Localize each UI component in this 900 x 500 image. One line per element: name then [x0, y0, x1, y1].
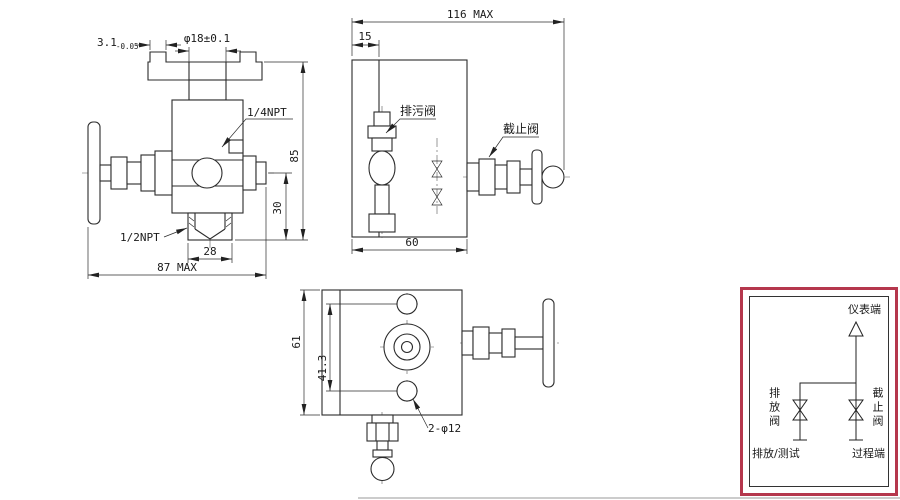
drain-test-label: 排放/测试	[752, 447, 800, 460]
dim-center-to-bottom: 30	[271, 201, 284, 214]
leader-half-npt	[163, 227, 188, 238]
leader-shutoff-valve	[488, 136, 539, 158]
internal-valve-symbol-upper	[431, 160, 443, 178]
dim-flange-thickness: 15	[358, 30, 371, 43]
side-view-body	[351, 59, 570, 238]
top-view-body	[321, 289, 562, 484]
internal-valve-symbol-lower	[431, 188, 443, 206]
dim-body-width: 60	[405, 236, 418, 249]
dim-tab-width: 3.1	[97, 36, 117, 49]
dim-overall-height: 85	[288, 149, 301, 162]
side-view: 116 MAX 15 排污阀 截止阀 60	[351, 8, 570, 254]
flow-schematic-panel: 仪表端 排放阀 截止阀 排放/测试 过程端	[740, 287, 898, 496]
schematic-diagram	[749, 296, 889, 487]
drain-valve-symbol	[792, 399, 808, 421]
process-end-label: 过程端	[852, 447, 885, 460]
shutoff-handle-bar	[531, 149, 543, 205]
schematic-shutoff-valve-label: 截止阀	[871, 387, 884, 429]
mount-hole-top	[396, 293, 418, 315]
valve-ball	[191, 157, 223, 189]
dim-neck-diameter: φ18±0.1	[184, 32, 230, 45]
top-view-dimensions: 61 41.3 2-φ12	[290, 289, 461, 435]
hole-callout: 2-φ12	[428, 422, 461, 435]
dim-overall-width: 87 MAX	[157, 261, 197, 274]
test-plug	[228, 139, 244, 154]
port-label-half-npt: 1/2NPT	[120, 231, 160, 244]
shutoff-handle-ball	[541, 165, 565, 189]
shutoff-valve-symbol	[848, 399, 864, 421]
top-handle-bar	[542, 298, 555, 388]
schematic-drain-valve-label: 排放阀	[767, 387, 781, 429]
drain-handle-ball	[370, 456, 395, 482]
leader-holes	[412, 398, 429, 429]
shutoff-valve-callout: 截止阀	[503, 122, 539, 136]
handle-bar	[87, 121, 101, 225]
dim-body-depth: 61	[290, 335, 303, 348]
leader-drain-valve	[385, 118, 436, 134]
front-view-body	[82, 51, 274, 248]
front-view: 3.1 -0.05 φ18±0.1 1/4NPT 1/2NPT 85	[82, 32, 308, 279]
schematic-inner-frame	[749, 296, 889, 487]
dim-hole-spacing: 41.3	[316, 355, 329, 382]
port-label-quarter-npt: 1/4NPT	[247, 106, 287, 119]
dim-side-overall-width: 116 MAX	[447, 8, 494, 21]
dim-tab-tolerance: -0.05	[116, 42, 139, 51]
branch-pipe-line	[799, 382, 856, 440]
drain-valve-callout: 排污阀	[400, 104, 436, 118]
top-view: 61 41.3 2-φ12	[290, 289, 562, 484]
leader-quarter-npt	[221, 118, 293, 148]
instrument-end-label: 仪表端	[848, 303, 881, 316]
side-view-dimensions: 116 MAX 15 排污阀 截止阀 60	[351, 8, 565, 254]
dim-port-width: 28	[203, 245, 216, 258]
drain-valve-knob	[368, 150, 396, 186]
front-view-dimensions: 3.1 -0.05 φ18±0.1 1/4NPT 1/2NPT 85	[87, 32, 308, 279]
instrument-connection-symbol	[848, 320, 864, 337]
mount-hole-bottom	[396, 380, 418, 402]
